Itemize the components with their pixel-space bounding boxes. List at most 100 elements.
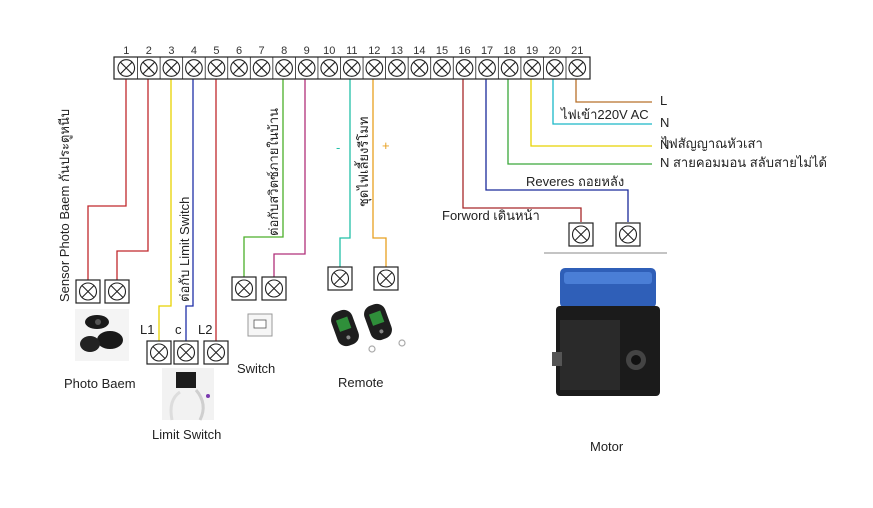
- wire-ac-l: [575, 79, 652, 103]
- terminal-16: [452, 57, 474, 79]
- terminal-number-12: 12: [368, 45, 380, 57]
- terminal-15: [430, 57, 451, 79]
- wire-motor-reverse: [485, 79, 629, 222]
- wire-limit-c: [185, 79, 194, 341]
- motor-caption: Motor: [590, 439, 624, 454]
- terminal-number-7: 7: [259, 45, 265, 57]
- terminal-number-8: 8: [281, 45, 287, 57]
- terminal-12: [362, 57, 384, 79]
- terminal-7: [249, 57, 271, 79]
- terminal-8: [272, 57, 293, 79]
- terminal-number-2: 2: [146, 45, 152, 57]
- label-N-warning: N: [660, 137, 669, 152]
- wall-switch-terminals: [231, 276, 287, 301]
- limit-switch-label-l1: L1: [140, 322, 154, 337]
- wire-photo-beam-2: [116, 79, 149, 280]
- terminal-number-13: 13: [391, 45, 403, 57]
- terminal-number-9: 9: [304, 45, 310, 57]
- remote-caption: Remote: [338, 375, 384, 390]
- label-reverse: Reveres ถอยหลัง: [526, 174, 624, 189]
- label-N-input: N: [660, 115, 669, 130]
- terminal-number-15: 15: [436, 45, 448, 57]
- limit-switch-label-l2: L2: [198, 322, 212, 337]
- wire-switch-1: [243, 79, 284, 277]
- wall-switch-image: [247, 313, 273, 337]
- label-input-220v: ไฟเข้า220V AC: [560, 107, 649, 122]
- terminal-1: [117, 59, 136, 77]
- wire-motor-forward: [462, 79, 582, 222]
- limit-switch-terminals: [146, 340, 229, 365]
- terminal-20: [543, 57, 564, 79]
- motor-image: [544, 252, 667, 396]
- limit-switch-terminal-l2: [203, 340, 229, 365]
- terminal-number-3: 3: [168, 45, 174, 57]
- terminal-19: [520, 57, 542, 79]
- label-L: L: [660, 93, 667, 108]
- terminal-number-19: 19: [526, 45, 538, 57]
- terminal-18: [497, 57, 519, 79]
- terminal-4: [182, 57, 203, 79]
- label-common-n: N สายคอมมอน สลับสายไม่ได้: [660, 155, 827, 170]
- wire-warning-light: [530, 79, 652, 147]
- wire-limit-l1: [158, 79, 172, 341]
- terminal-17: [475, 57, 496, 79]
- limit-switch-caption: Limit Switch: [152, 427, 221, 442]
- terminal-number-5: 5: [213, 45, 219, 57]
- wall-switch-caption: Switch: [237, 361, 275, 376]
- remote-plus-label: +: [382, 138, 390, 153]
- terminal-3: [159, 57, 181, 79]
- wire-remote-minus: [339, 79, 351, 267]
- label-warning-light: ไฟสัญญาณหัวเสา: [661, 136, 763, 151]
- wire-common-n: [507, 79, 652, 165]
- motor-terminals: [568, 222, 641, 247]
- remote-minus-label: -: [336, 140, 340, 155]
- photo-beam-terminals: [75, 279, 130, 304]
- limit-switch-terminal-l1: [146, 340, 172, 365]
- terminal-5: [204, 57, 226, 79]
- remote-terminal-plus: [373, 266, 399, 291]
- terminal-number-16: 16: [458, 45, 470, 57]
- terminal-6: [227, 57, 248, 79]
- terminal-number-21: 21: [571, 45, 583, 57]
- remote-image: [331, 303, 406, 353]
- motor-terminal-reverse: [615, 222, 641, 247]
- photo-beam-terminal-2: [104, 279, 130, 304]
- wires: [87, 79, 652, 341]
- wire-switch-2: [273, 79, 306, 277]
- photo-beam-vertical-label: Sensor Photo Baem กันประตูหนีบ: [57, 109, 73, 302]
- terminal-number-17: 17: [481, 45, 493, 57]
- wall-switch-terminal-2: [261, 276, 287, 301]
- photo-beam-image: [75, 309, 129, 361]
- limit-switch-vertical-label: ต่อกับ Limit Switch: [177, 197, 192, 302]
- terminal-2: [137, 57, 158, 79]
- remote-terminals: [327, 266, 399, 291]
- terminal-number-4: 4: [191, 45, 197, 57]
- terminal-number-1: 1: [123, 45, 129, 57]
- limit-switch-terminal-c: [173, 340, 199, 365]
- limit-switch-image: [162, 368, 214, 421]
- wire-ac-n: [552, 79, 652, 125]
- terminal-14: [407, 57, 429, 79]
- wall-switch-vertical-label: ต่อกับสวิตซ์ภายในบ้าน: [266, 108, 281, 236]
- terminal-10: [317, 57, 339, 79]
- photo-beam-terminal-1: [75, 279, 101, 304]
- terminal-11: [340, 57, 361, 79]
- remote-vertical-label: ชุดไฟเลี้ยงรีโมท: [354, 117, 372, 208]
- terminal-21: [565, 57, 587, 79]
- terminal-block-terminals: [117, 57, 587, 79]
- wall-switch-terminal-1: [231, 276, 257, 301]
- label-forward: Forword เดินหน้า: [442, 208, 540, 223]
- terminal-number-11: 11: [346, 45, 357, 57]
- photo-beam-caption: Photo Baem: [64, 376, 136, 391]
- motor-terminal-forward: [568, 222, 594, 247]
- wire-photo-beam-1: [87, 79, 127, 280]
- terminal-13: [385, 57, 406, 79]
- terminal-number-10: 10: [323, 45, 335, 57]
- limit-switch-label-c: c: [175, 322, 182, 337]
- terminal-number-18: 18: [504, 45, 516, 57]
- wire-remote-plus: [372, 79, 387, 267]
- remote-terminal-minus: [327, 266, 353, 291]
